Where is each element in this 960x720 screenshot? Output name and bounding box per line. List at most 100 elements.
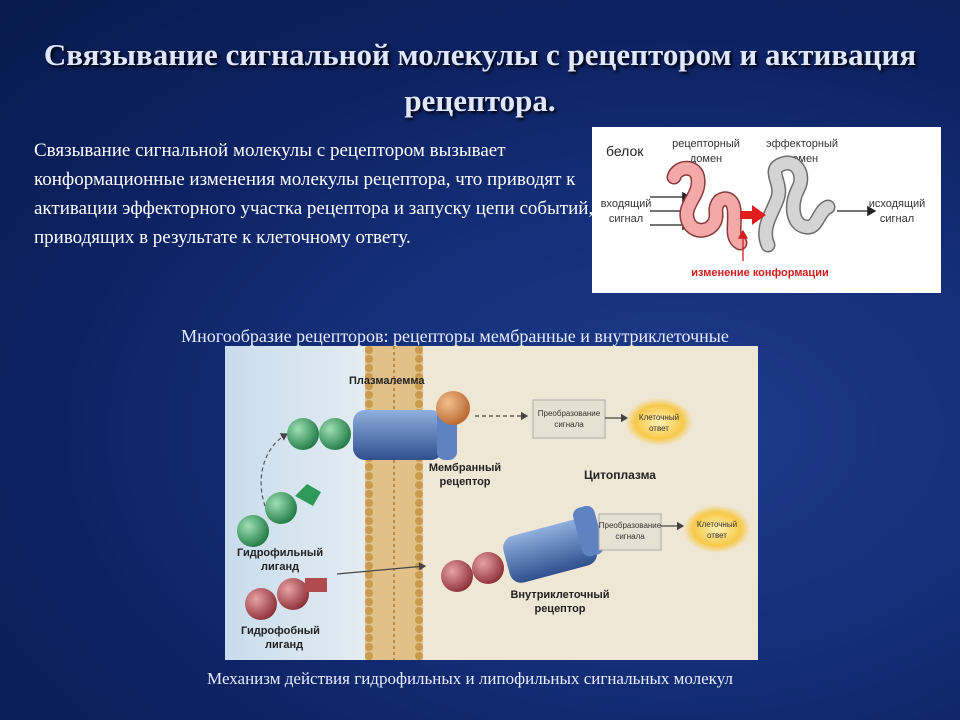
receptor-mechanism-figure: Плазмалемма Гидрофильный лиганд Мембранн…	[225, 346, 758, 660]
lipid-head	[415, 391, 423, 399]
hydrophilic-label-2: лиганд	[261, 561, 299, 573]
membrane-receptor-shape	[353, 391, 470, 460]
ligand-path-arrow	[260, 433, 289, 507]
lipid-head	[365, 553, 373, 561]
lipid-head	[365, 508, 373, 516]
lipid-head	[415, 553, 423, 561]
protein-label: белок	[606, 143, 644, 159]
in-signal-label-2: сигнал	[609, 213, 643, 225]
hydrophilic-label-1: Гидрофильный	[237, 547, 323, 559]
lipid-head	[365, 634, 373, 642]
diffusion-arrow	[336, 562, 427, 575]
lipid-head	[415, 652, 423, 660]
membrane-receptor-label-1: Мембранный	[429, 462, 501, 474]
lipid-head	[415, 625, 423, 633]
lipid-head	[415, 616, 423, 624]
lipid-head	[365, 517, 373, 525]
lipid-head	[415, 634, 423, 642]
signal-transform-box-2	[598, 513, 662, 551]
cell-response-2	[683, 505, 751, 553]
conformation-diagram: белок рецепторный домен эффекторный доме…	[601, 138, 926, 279]
response-label-1a: Клеточный	[639, 413, 679, 422]
lipid-head	[365, 382, 373, 390]
receptor-domain-label-1: рецепторный	[672, 138, 740, 150]
lipid-head	[415, 490, 423, 498]
hydrophobic-ligand-ball-1	[245, 588, 277, 620]
lipid-head	[365, 571, 373, 579]
hydrophobic-ligand-ball-2	[277, 578, 309, 610]
lipid-head	[365, 499, 373, 507]
response-label-2a: Клеточный	[697, 520, 737, 529]
cell-response-1	[625, 398, 693, 446]
lipid-head	[415, 598, 423, 606]
lipid-head	[365, 463, 373, 471]
lipid-head	[365, 562, 373, 570]
lipid-head	[415, 481, 423, 489]
lipid-head	[365, 526, 373, 534]
hydrophobic-ligand-tip	[305, 578, 327, 592]
lipid-head	[365, 346, 373, 354]
lipid-head	[365, 598, 373, 606]
lipid-head	[415, 463, 423, 471]
response-label-2b: ответ	[707, 531, 727, 540]
lipid-head	[415, 535, 423, 543]
out-signal-label-2: сигнал	[880, 213, 914, 225]
lipid-head	[415, 499, 423, 507]
figure-caption: Механизм действия гидрофильных и липофил…	[207, 669, 733, 688]
bound-hydrophobic-ball-2	[472, 552, 504, 584]
extracellular-space	[225, 346, 370, 660]
lipid-head	[365, 472, 373, 480]
intro-text: Связывание сигнальной молекулы с рецепто…	[34, 140, 594, 248]
transform-label-1a: Преобразование	[538, 409, 601, 418]
transform-label-2a: Преобразование	[599, 521, 662, 530]
lipid-head	[415, 589, 423, 597]
receptor-mechanism-diagram: Плазмалемма Гидрофильный лиганд Мембранн…	[225, 346, 751, 660]
hydrophobic-label-2: лиганд	[265, 639, 303, 651]
lipid-head	[365, 607, 373, 615]
effector-domain-label-1: эффекторный	[766, 138, 838, 150]
lipid-head	[365, 373, 373, 381]
plasmalemma-label: Плазмалемма	[349, 375, 425, 387]
hydrophilic-ligand-tip	[295, 484, 321, 506]
membrane-receptor-label-2: рецептор	[439, 476, 490, 488]
lipid-head	[365, 589, 373, 597]
hydrophilic-ligand-ball-1	[237, 515, 269, 547]
lipid-head	[415, 508, 423, 516]
bound-hydrophobic-ball-1	[441, 560, 473, 592]
lipid-head	[365, 481, 373, 489]
lipid-head	[415, 517, 423, 525]
lipid-head	[415, 364, 423, 372]
lipid-head	[415, 544, 423, 552]
slide-title: Связывание сигнальной молекулы с рецепто…	[43, 37, 917, 118]
transform-label-1b: сигнала	[554, 420, 584, 429]
transform-label-2b: сигнала	[615, 532, 645, 541]
lipid-head	[365, 355, 373, 363]
response-label-1b: ответ	[649, 424, 669, 433]
receptor-domain-label-2: домен	[690, 153, 722, 165]
lipid-head	[415, 607, 423, 615]
intracellular-receptor-label-1: Внутриклеточный	[510, 589, 609, 601]
hydrophilic-ligand-ball-2	[265, 492, 297, 524]
lipid-head	[365, 616, 373, 624]
lipid-head	[365, 364, 373, 372]
lipid-head	[415, 472, 423, 480]
plasma-membrane	[365, 346, 423, 660]
lipid-head	[365, 544, 373, 552]
signal-transform-box-1	[532, 399, 606, 439]
lipid-head	[415, 580, 423, 588]
conformation-change-label: изменение конформации	[691, 267, 828, 279]
intracellular-receptor-label-2: рецептор	[534, 603, 585, 615]
lipid-head	[365, 625, 373, 633]
lipid-head	[415, 346, 423, 354]
lipid-head	[415, 526, 423, 534]
lipid-head	[365, 391, 373, 399]
intracellular-receptor-shape	[503, 505, 604, 583]
hydrophobic-label-1: Гидрофобный	[241, 625, 320, 637]
lipid-head	[365, 652, 373, 660]
receptor-diversity-subtitle: Многообразие рецепторов: рецепторы мембр…	[181, 326, 729, 346]
lipid-head	[415, 373, 423, 381]
lipid-head	[365, 535, 373, 543]
lipid-head	[415, 571, 423, 579]
lipid-head	[365, 580, 373, 588]
conformation-arrow	[740, 205, 766, 225]
